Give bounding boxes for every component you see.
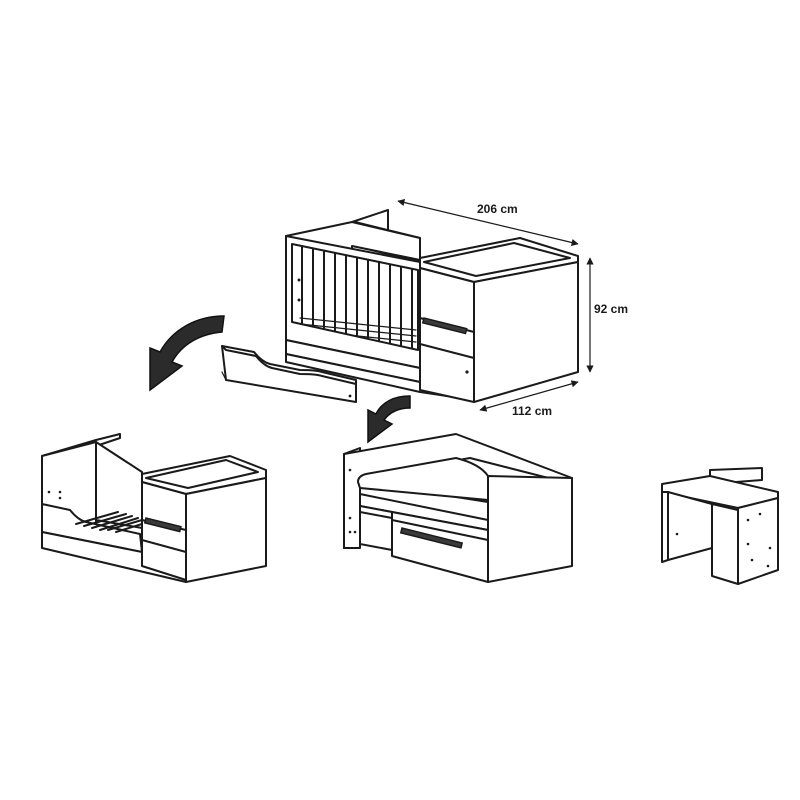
daybed-headboard: [343, 433, 573, 549]
toddler-dresser-side: [185, 477, 267, 583]
daybed-drawer-right: [391, 511, 489, 583]
daybed-drawer-handle: [399, 527, 464, 549]
desk-cabinet-side: [737, 497, 779, 585]
changing-top-inner: [423, 242, 571, 277]
height-label: 92 cm: [594, 302, 628, 316]
toddler-drawer-handle: [143, 517, 182, 533]
dimension-depth: 112 cm: [479, 380, 579, 418]
dimension-height: 92 cm: [586, 257, 628, 373]
curved-arrow-icon: [149, 315, 225, 392]
width-label: 206 cm: [477, 202, 518, 216]
dimension-width: 206 cm: [397, 199, 579, 246]
dresser-side: [473, 261, 579, 403]
daybed-with-drawers: [343, 433, 573, 583]
depth-label: 112 cm: [512, 404, 552, 418]
desk: [661, 467, 779, 585]
curved-arrow-icon: [367, 395, 411, 444]
daybed-side-panel: [487, 475, 573, 583]
dresser-front: [419, 267, 475, 403]
crib-with-dresser: [285, 209, 579, 403]
toddler-bed-with-dresser: [41, 433, 267, 583]
desk-cabinet-front: [711, 503, 739, 585]
dresser-drawer-handle: [421, 317, 468, 335]
removed-crib-rail: [221, 345, 357, 403]
